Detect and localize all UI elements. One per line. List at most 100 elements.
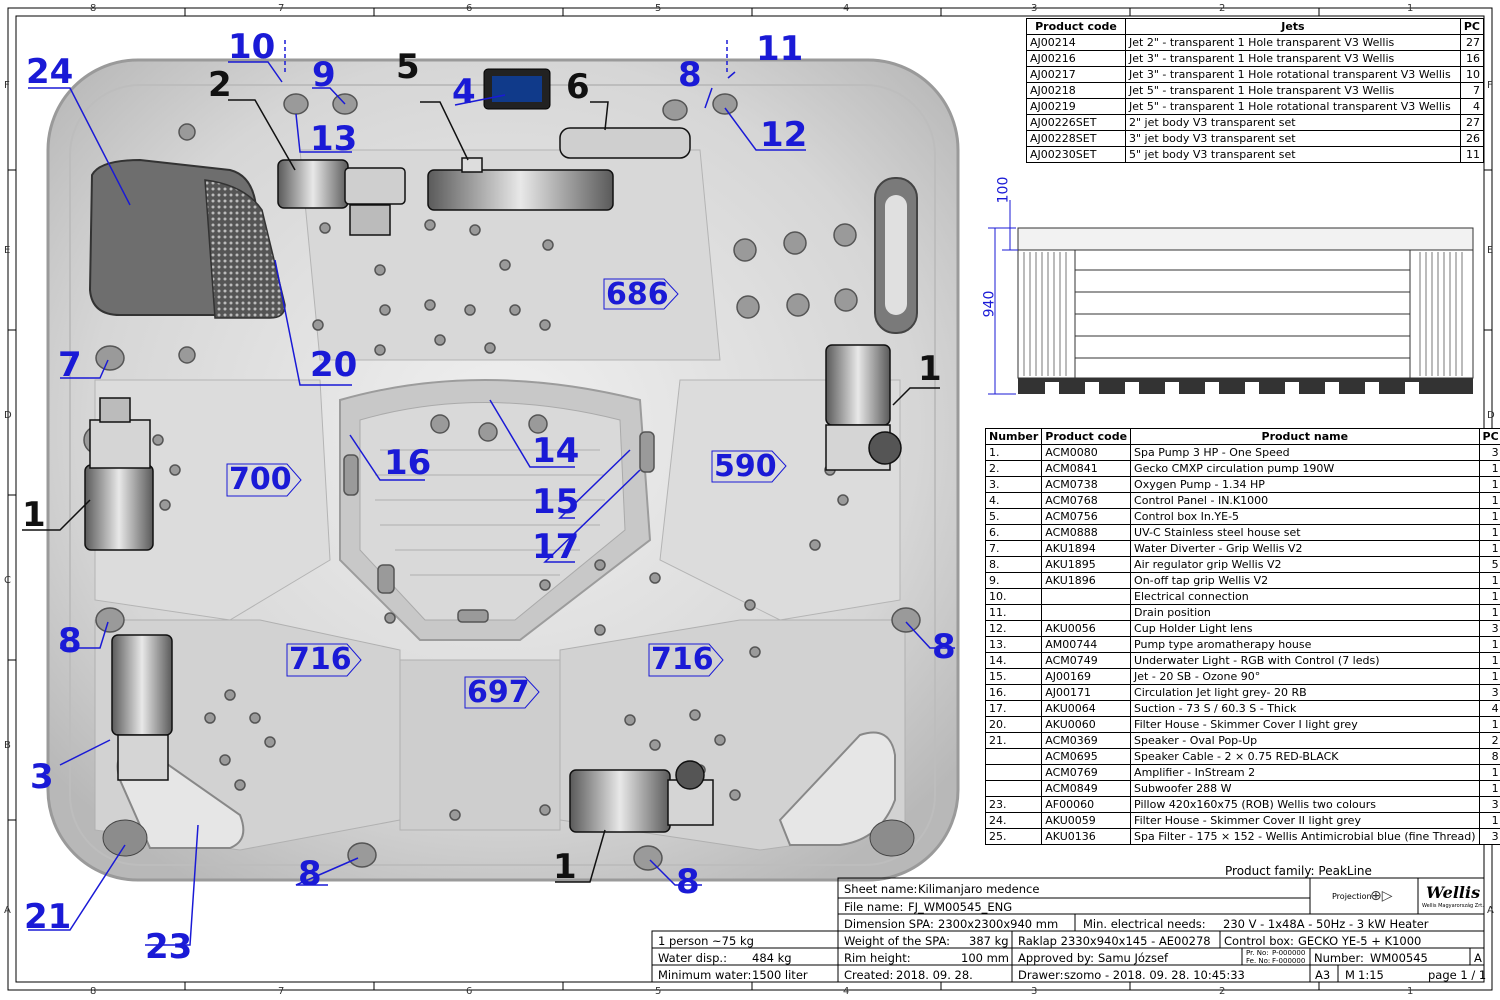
wellis-logo: Wellis [1426,883,1481,902]
min-elec-value: 230 V - 1x48A - 50Hz - 3 kW Heater [1223,917,1429,931]
grid-right-E: E [1487,245,1494,256]
parts-cell-number: 15. [984,668,1043,685]
parts-cell-pc: 2 [1478,732,1500,749]
file-name-label: File name: [844,900,904,914]
callout-8-left: 8 [58,621,82,661]
parts-cell-name: Air regulator grip Wellis V2 [1130,556,1480,573]
projection-symbol-icon: ⊕▷ [1370,888,1393,904]
parts-cell-name: Oxygen Pump - 1.34 HP [1130,476,1480,493]
water-disp-value: 484 kg [752,951,792,965]
grid-top-7: 7 [278,3,285,14]
grid-top-1: 1 [1407,3,1414,14]
parts-cell-pc: 1 [1478,780,1500,797]
number-label: Number: [1314,951,1364,965]
leader-lines-black [22,99,940,883]
jets-cell-pc: 7 [1459,82,1485,99]
parts-cell-name: Drain position [1130,604,1480,621]
equipment [84,127,902,833]
parts-cell-name: Pump type aromatherapy house [1130,636,1480,653]
page-number: page 1 / 1 [1428,968,1487,982]
drawer-label: Drawer: [1018,968,1064,982]
parts-cell-pc: 3 [1478,684,1500,701]
parts-cell-code: AKU0060 [1041,716,1132,733]
rim-value: 100 mm [961,951,1010,965]
jets-cell-name: 2" jet body V3 transparent set [1125,114,1461,131]
callout-8-bottom-right: 8 [676,862,700,902]
parts-cell-code: AF00060 [1041,796,1132,813]
callout-11: 11 [756,29,804,69]
person-weight: 1 person ~75 kg [658,934,754,948]
jets-cell-code: AJ00214 [1026,34,1126,51]
grid-bottom-1: 1 [1407,986,1414,997]
parts-cell-name: Water Diverter - Grip Wellis V2 [1130,540,1480,557]
parts-cell-name: Electrical connection [1130,588,1480,605]
parts-cell-code: AKU0059 [1041,812,1132,829]
weight-label: Weight of the SPA: [844,934,951,948]
callout-21: 21 [24,897,72,937]
grid-right-D: D [1487,410,1495,421]
parts-cell-code: ACM0080 [1041,444,1132,461]
grid-top-5: 5 [655,3,662,14]
jets-cell-name: Jet 2" - transparent 1 Hole transparent … [1125,34,1461,51]
parts-cell-code: ACM0888 [1041,524,1132,541]
parts-cell-pc: 1 [1478,636,1500,653]
min-water-value: 1500 liter [752,968,808,982]
parts-cell-name: Gecko CMXP circulation pump 190W [1130,460,1480,477]
parts-cell-number: 23. [984,796,1043,813]
grid-top-6: 6 [466,3,473,14]
seat-depth-590: 590 [714,449,777,484]
parts-cell-pc: 8 [1478,748,1500,765]
parts-cell-number: 12. [984,620,1043,637]
grid-right-F: F [1487,80,1493,91]
parts-cell-code: AM00744 [1041,636,1132,653]
parts-cell-code: ACM0695 [1041,748,1132,765]
created-value: 2018. 09. 28. [896,968,973,982]
parts-cell-pc: 1 [1478,508,1500,525]
seat-depth-686: 686 [606,277,669,312]
parts-cell-code: AJ00169 [1041,668,1132,685]
weight-value: 387 kg [969,934,1009,948]
seat-depth-697: 697 [467,675,530,710]
callout-16: 16 [384,443,432,483]
parts-cell-pc: 1 [1478,764,1500,781]
revision: A [1474,951,1482,965]
grid-left-A: A [4,905,11,916]
jets-cell-code: AJ00230SET [1026,146,1126,163]
parts-cell-pc: 1 [1478,460,1500,477]
jets-cell-code: AJ00219 [1026,98,1126,115]
approved-value: Samu József [1098,951,1169,965]
parts-cell-code: AKU1895 [1041,556,1132,573]
projection-label: Projection [1332,892,1372,901]
parts-cell-name: On-off tap grip Wellis V2 [1130,572,1480,589]
callout-10: 10 [228,27,276,67]
callout-2: 2 [208,65,232,105]
parts-cell-name: Spa Filter - 175 × 152 - Wellis Antimicr… [1130,828,1480,845]
parts-cell-pc: 1 [1478,716,1500,733]
callout-12: 12 [760,115,808,155]
parts-cell-code [1041,604,1132,621]
parts-cell-pc: 1 [1478,604,1500,621]
jets-cell-pc: 11 [1459,146,1485,163]
parts-cell-number: 24. [984,812,1043,829]
parts-cell-number: 4. [984,492,1043,509]
jets-header-code: Product code [1026,18,1126,35]
scale-value: 1:15 [1358,968,1384,982]
parts-cell-number: 14. [984,652,1043,669]
parts-cell-number: 6. [984,524,1043,541]
jets-cell-pc: 26 [1459,130,1485,147]
grid-right-A: A [1487,905,1494,916]
parts-cell-name: Subwoofer 288 W [1130,780,1480,797]
